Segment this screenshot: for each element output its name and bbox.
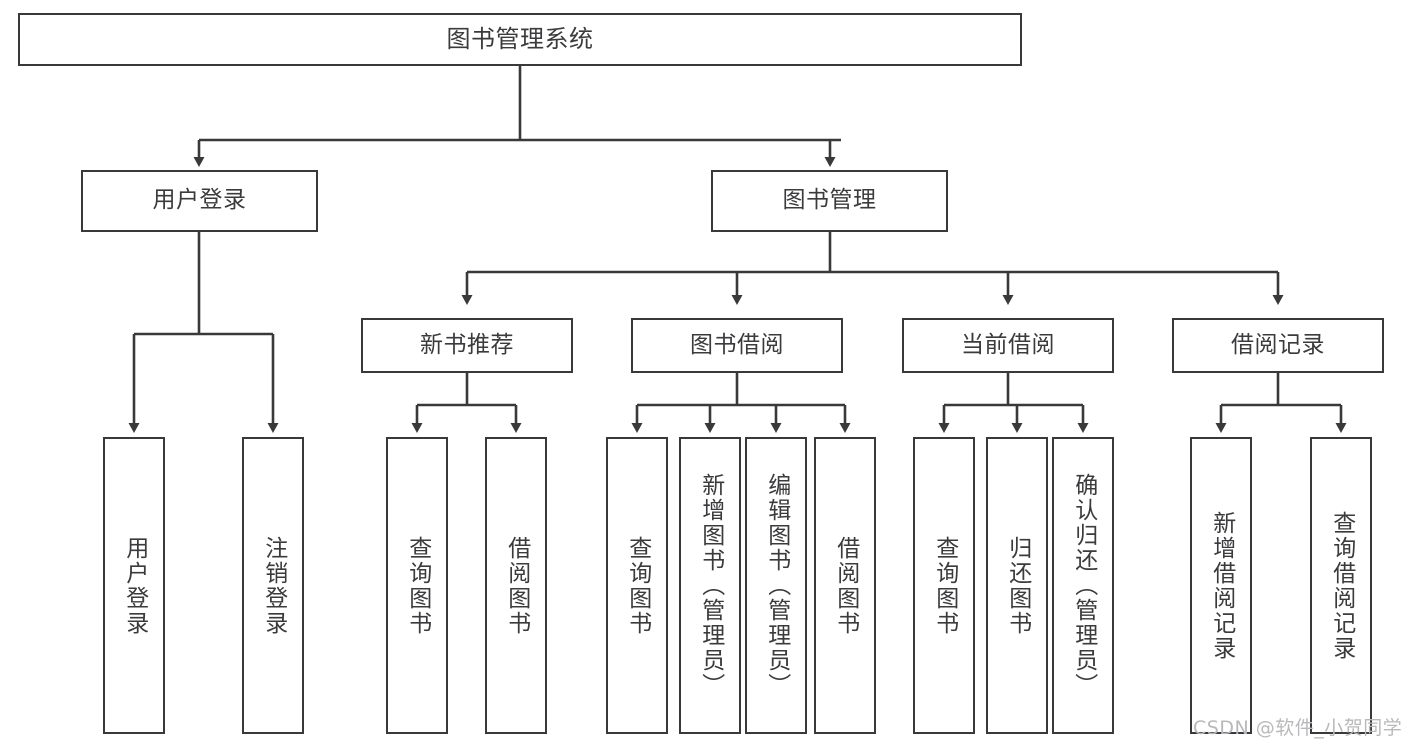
node-label: 归还图书: [1004, 535, 1031, 636]
leaf-query-book-current[interactable]: 查询图书: [913, 437, 975, 734]
leaf-user-login[interactable]: 用户登录: [103, 437, 165, 734]
node-borrow-record[interactable]: 借阅记录: [1172, 318, 1384, 373]
node-label: 查询图书: [931, 535, 958, 636]
csdn-watermark: CSDN @软件_小贺同学: [1193, 717, 1403, 739]
node-label: 图书借阅: [690, 331, 784, 358]
node-label: 图书管理: [782, 187, 877, 214]
leaf-confirm-return-admin[interactable]: 确认归还（管理员）: [1052, 437, 1114, 734]
node-label: 借阅图书: [503, 535, 530, 636]
leaf-edit-book-admin[interactable]: 编辑图书（管理员）: [745, 437, 807, 734]
node-current-borrow[interactable]: 当前借阅: [902, 318, 1114, 373]
node-label: 用户登录: [152, 187, 247, 214]
node-book-management[interactable]: 图书管理: [711, 170, 948, 232]
node-label: 图书管理系统: [446, 25, 594, 54]
node-label: 当前借阅: [961, 331, 1055, 358]
node-book-borrow[interactable]: 图书借阅: [631, 318, 843, 373]
leaf-query-book-recommend[interactable]: 查询图书: [386, 437, 448, 734]
node-label: 编辑图书（管理员）: [763, 473, 790, 698]
node-label: 查询借阅记录: [1328, 510, 1355, 661]
node-root-book-management-system[interactable]: 图书管理系统: [18, 13, 1022, 66]
leaf-borrow-book[interactable]: 借阅图书: [814, 437, 876, 734]
node-user-login[interactable]: 用户登录: [81, 170, 318, 232]
node-label: 借阅图书: [832, 535, 859, 636]
leaf-return-book[interactable]: 归还图书: [986, 437, 1048, 734]
node-label: 确认归还（管理员）: [1070, 473, 1097, 698]
node-label: 查询图书: [404, 535, 431, 636]
node-label: 新书推荐: [420, 331, 514, 358]
leaf-query-book-borrow[interactable]: 查询图书: [606, 437, 668, 734]
node-label: 借阅记录: [1231, 331, 1325, 358]
leaf-query-borrow-record[interactable]: 查询借阅记录: [1310, 437, 1372, 734]
node-label: 新增图书（管理员）: [697, 473, 724, 698]
node-label: 注销登录: [260, 535, 287, 636]
node-new-book-recommend[interactable]: 新书推荐: [361, 318, 573, 373]
node-label: 新增借阅记录: [1208, 510, 1235, 661]
leaf-add-book-admin[interactable]: 新增图书（管理员）: [679, 437, 741, 734]
leaf-borrow-book-recommend[interactable]: 借阅图书: [485, 437, 547, 734]
node-label: 查询图书: [624, 535, 651, 636]
leaf-logout-login[interactable]: 注销登录: [242, 437, 304, 734]
leaf-add-borrow-record[interactable]: 新增借阅记录: [1190, 437, 1252, 734]
node-label: 用户登录: [121, 535, 148, 636]
